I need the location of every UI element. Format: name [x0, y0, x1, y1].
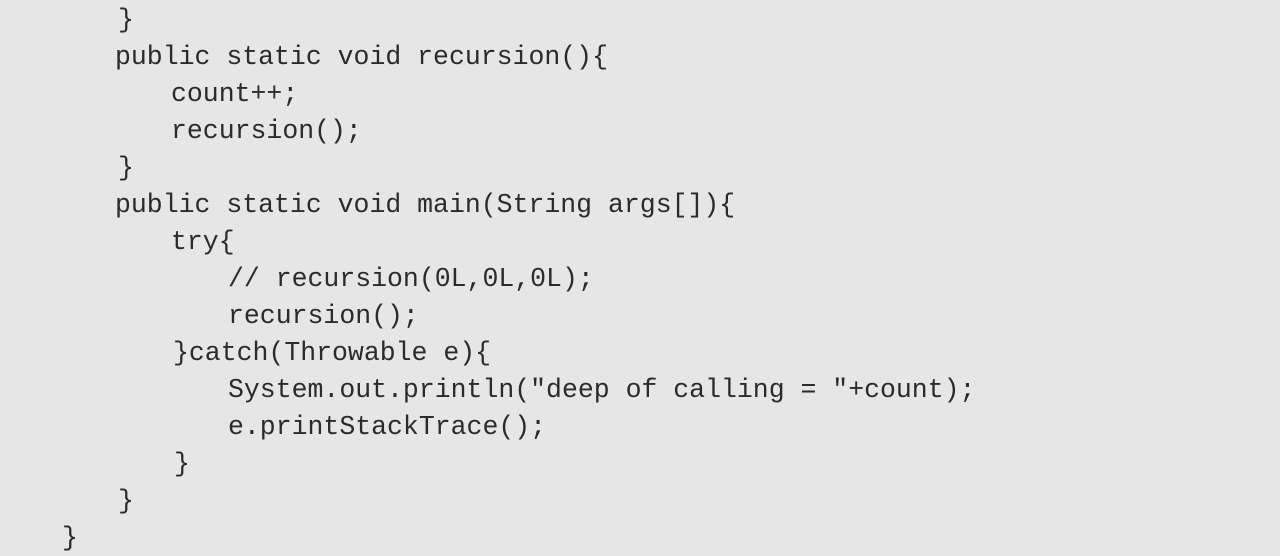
code-line: e.printStackTrace(); — [228, 412, 547, 442]
code-line: try{ — [171, 227, 235, 257]
code-line: recursion(); — [228, 301, 419, 331]
code-line: } — [62, 523, 78, 553]
code-line: } — [174, 449, 190, 479]
code-line: public static void recursion(){ — [115, 42, 608, 72]
code-line: count++; — [171, 79, 299, 109]
code-line: } — [118, 486, 134, 516]
code-line: public static void main(String args[]){ — [115, 190, 736, 220]
code-line: } — [118, 153, 134, 183]
code-line: }catch(Throwable e){ — [173, 338, 492, 368]
code-line: recursion(); — [171, 116, 362, 146]
code-line: } — [118, 5, 134, 35]
code-line: // recursion(0L,0L,0L); — [228, 264, 594, 294]
code-line: System.out.println("deep of calling = "+… — [228, 375, 976, 405]
